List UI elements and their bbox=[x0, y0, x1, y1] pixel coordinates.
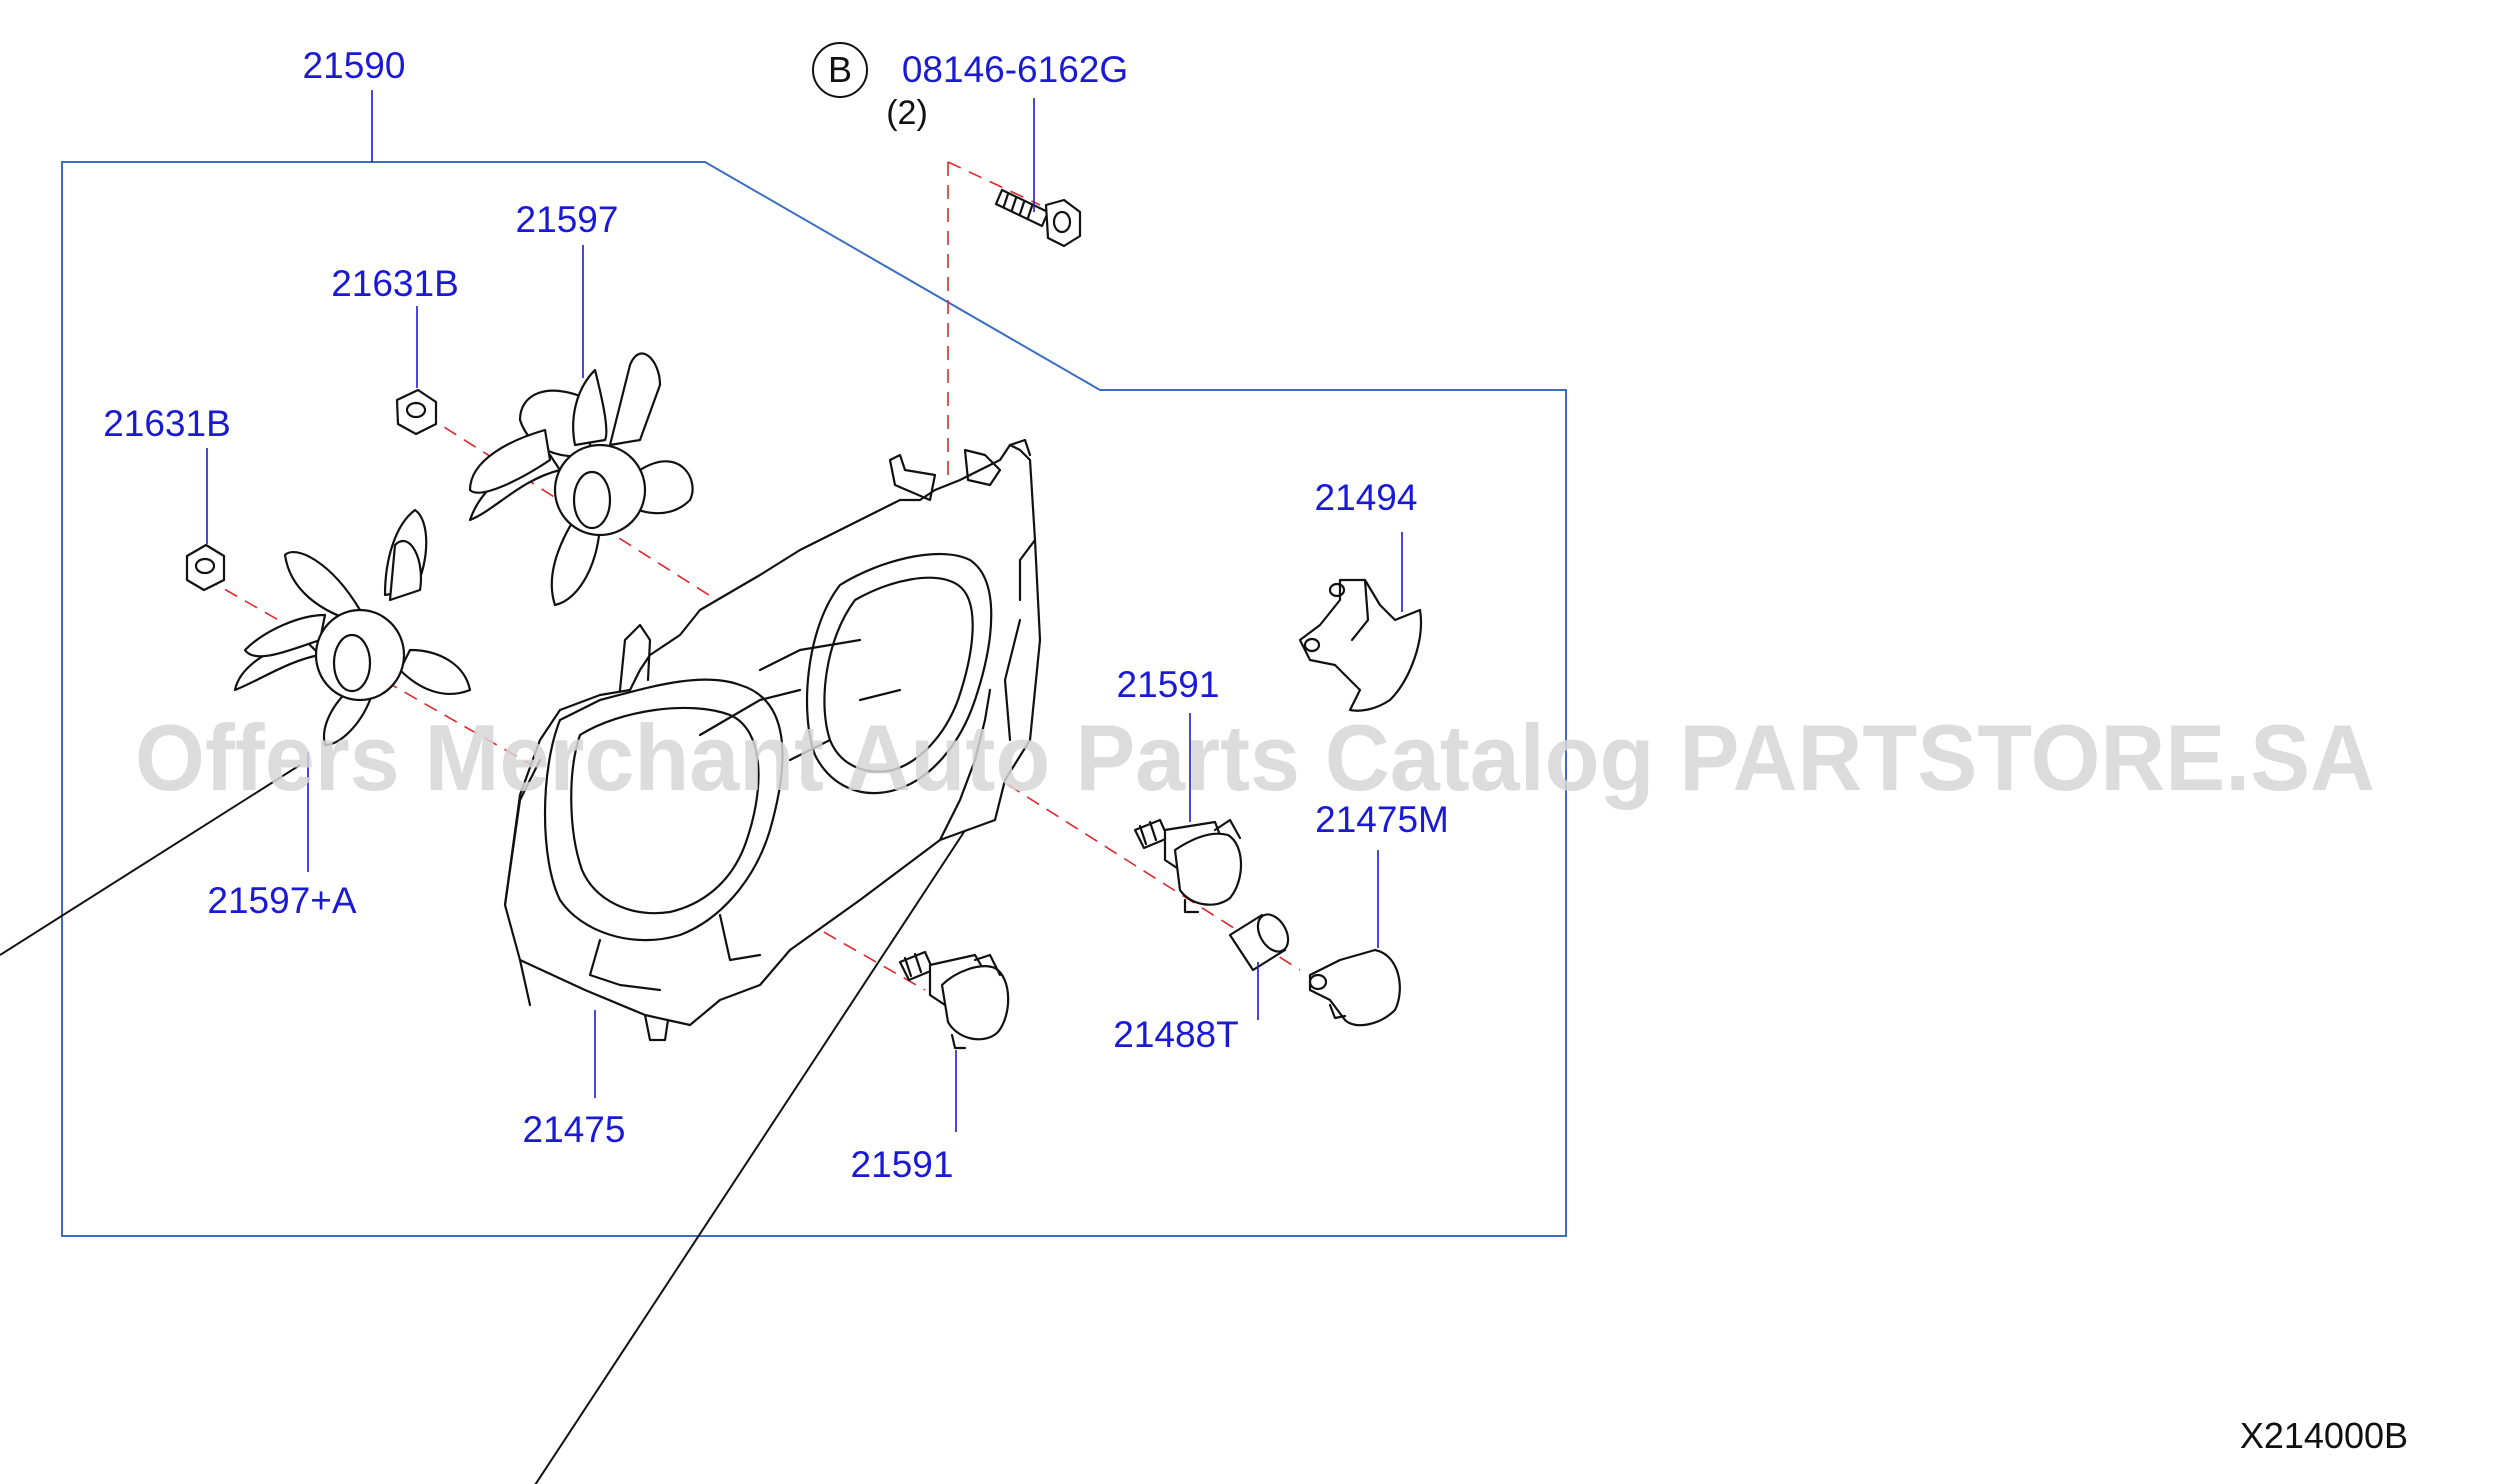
callout-motor-cover[interactable]: 21475M bbox=[1315, 799, 1449, 840]
figure-code: X214000B bbox=[2240, 1415, 2408, 1456]
callout-bushing[interactable]: 21488T bbox=[1113, 1014, 1239, 1055]
nut-lower-part bbox=[185, 543, 226, 592]
callout-nut-lower[interactable]: 21631B bbox=[103, 403, 231, 444]
callout-fan-lower[interactable]: 21597+A bbox=[207, 880, 356, 921]
callout-shroud[interactable]: 21475 bbox=[523, 1109, 626, 1150]
watermark-text: Offers Merchant Auto Parts Catalog PARTS… bbox=[135, 705, 2375, 810]
section-line-left bbox=[0, 764, 301, 956]
callout-bolt[interactable]: 08146-6162G bbox=[902, 49, 1128, 90]
callout-bracket[interactable]: 21494 bbox=[1315, 477, 1418, 518]
section-line-center bbox=[534, 799, 986, 1484]
callout-motor-upper[interactable]: 21591 bbox=[1117, 664, 1220, 705]
motor-cover-part bbox=[1308, 948, 1401, 1027]
callout-assembly[interactable]: 21590 bbox=[303, 45, 406, 86]
bolt-prefix-letter: B bbox=[828, 49, 852, 90]
assembly-boundary bbox=[61, 161, 1567, 1237]
fan-shroud-part bbox=[503, 438, 1042, 1042]
callout-nut-upper[interactable]: 21631B bbox=[331, 263, 459, 304]
bolt-phantom-line bbox=[947, 161, 1041, 206]
motor-lower-part bbox=[898, 950, 1010, 1050]
bushing-part bbox=[1228, 913, 1290, 972]
bolt-phantom-drop bbox=[934, 162, 949, 521]
callout-motor-lower[interactable]: 21591 bbox=[851, 1144, 954, 1185]
fan-upper-part bbox=[468, 352, 694, 607]
callout-fan-upper[interactable]: 21597 bbox=[516, 199, 619, 240]
bracket-part bbox=[1298, 578, 1422, 712]
motor-upper-part bbox=[1133, 818, 1243, 914]
fan-lower-part bbox=[233, 508, 472, 747]
callout-bolt-qty: (2) bbox=[886, 94, 928, 132]
bolt-prefix-circle bbox=[812, 42, 868, 98]
bolt-part bbox=[994, 188, 1082, 248]
nut-upper-part bbox=[395, 388, 438, 436]
